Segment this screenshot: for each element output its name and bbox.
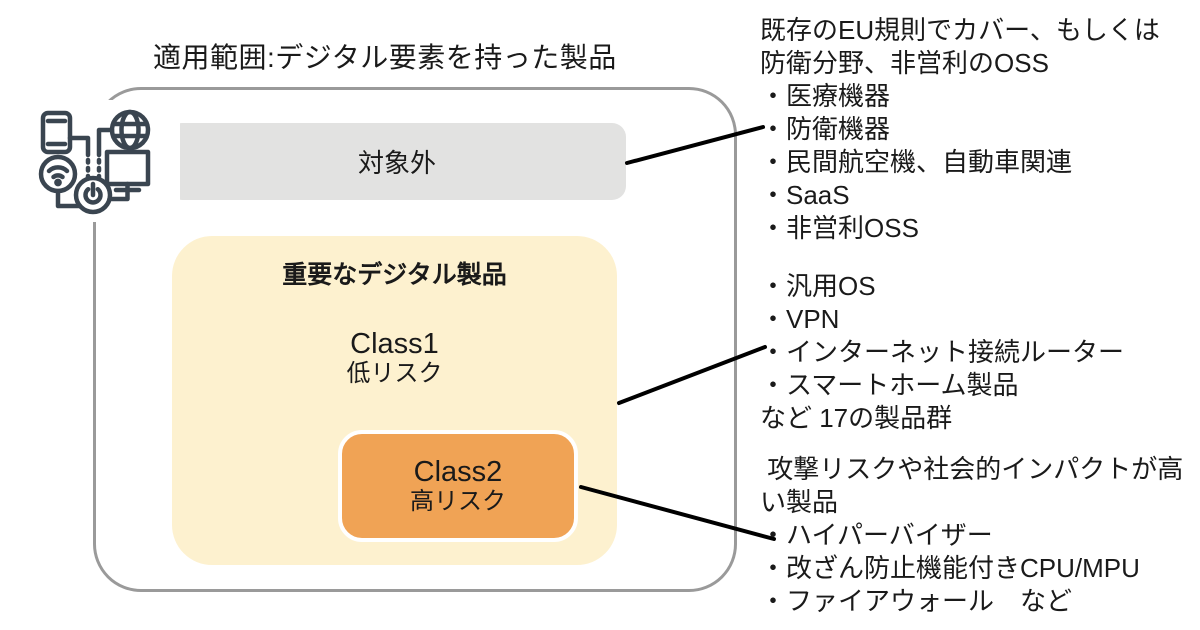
annotation-line: ・民間航空機、自動車関連 [760, 147, 1073, 177]
annotation-excluded: 既存のEU規則でカバー、もしくは 防衛分野、非営利のOSS ・医療機器 ・防衛機… [760, 14, 1160, 245]
annotation-class1: ・汎用OS ・VPN ・インターネット接続ルーター ・スマートホーム製品 など … [760, 270, 1124, 435]
annotation-line: ・SaaS [760, 180, 850, 210]
annotation-line: 既存のEU規則でカバー、もしくは [760, 15, 1160, 45]
class2-box: Class2 高リスク [338, 430, 578, 542]
annotation-line: ・改ざん防止機能付きCPU/MPU [760, 553, 1140, 583]
connected-devices-icon [28, 100, 180, 222]
annotation-line: ・ファイアウォール など [760, 586, 1073, 616]
annotation-line: ・非営利OSS [760, 213, 919, 243]
annotation-line: 攻撃リスクや社会的インパクトが高 [760, 454, 1184, 484]
page-title: 適用範囲:デジタル要素を持った製品 [153, 42, 617, 73]
excluded-box-label: 対象外 [357, 148, 436, 178]
annotation-line: ・汎用OS [760, 271, 876, 301]
class1-name: Class1 [350, 328, 439, 360]
class1-block: Class1 低リスク [172, 328, 617, 388]
class2-risk: 高リスク [410, 488, 506, 515]
annotation-line: ・VPN [760, 304, 840, 334]
important-products-title: 重要なデジタル製品 [282, 261, 507, 289]
important-products-box: 重要なデジタル製品 Class1 低リスク Class2 高リスク [172, 236, 617, 565]
power-icon [73, 175, 113, 215]
annotation-line: ・ハイパーバイザー [760, 520, 993, 550]
annotation-line: ・医療機器 [760, 81, 891, 111]
annotation-line: など 17の製品群 [760, 403, 953, 433]
annotation-line: 防衛分野、非営利のOSS [760, 48, 1049, 78]
class2-name: Class2 [413, 456, 503, 488]
annotation-line: ・スマートホーム製品 [760, 370, 1019, 400]
annotation-line: い製品 [760, 487, 839, 517]
excluded-box: 対象外 [168, 123, 626, 200]
annotation-line: ・防衛機器 [760, 114, 891, 144]
smartphone-icon [40, 110, 73, 155]
annotation-line: ・インターネット接続ルーター [760, 337, 1125, 367]
annotation-class2: 攻撃リスクや社会的インパクトが高 い製品 ・ハイパーバイザー ・改ざん防止機能付… [760, 453, 1183, 618]
class1-risk: 低リスク [346, 360, 443, 387]
